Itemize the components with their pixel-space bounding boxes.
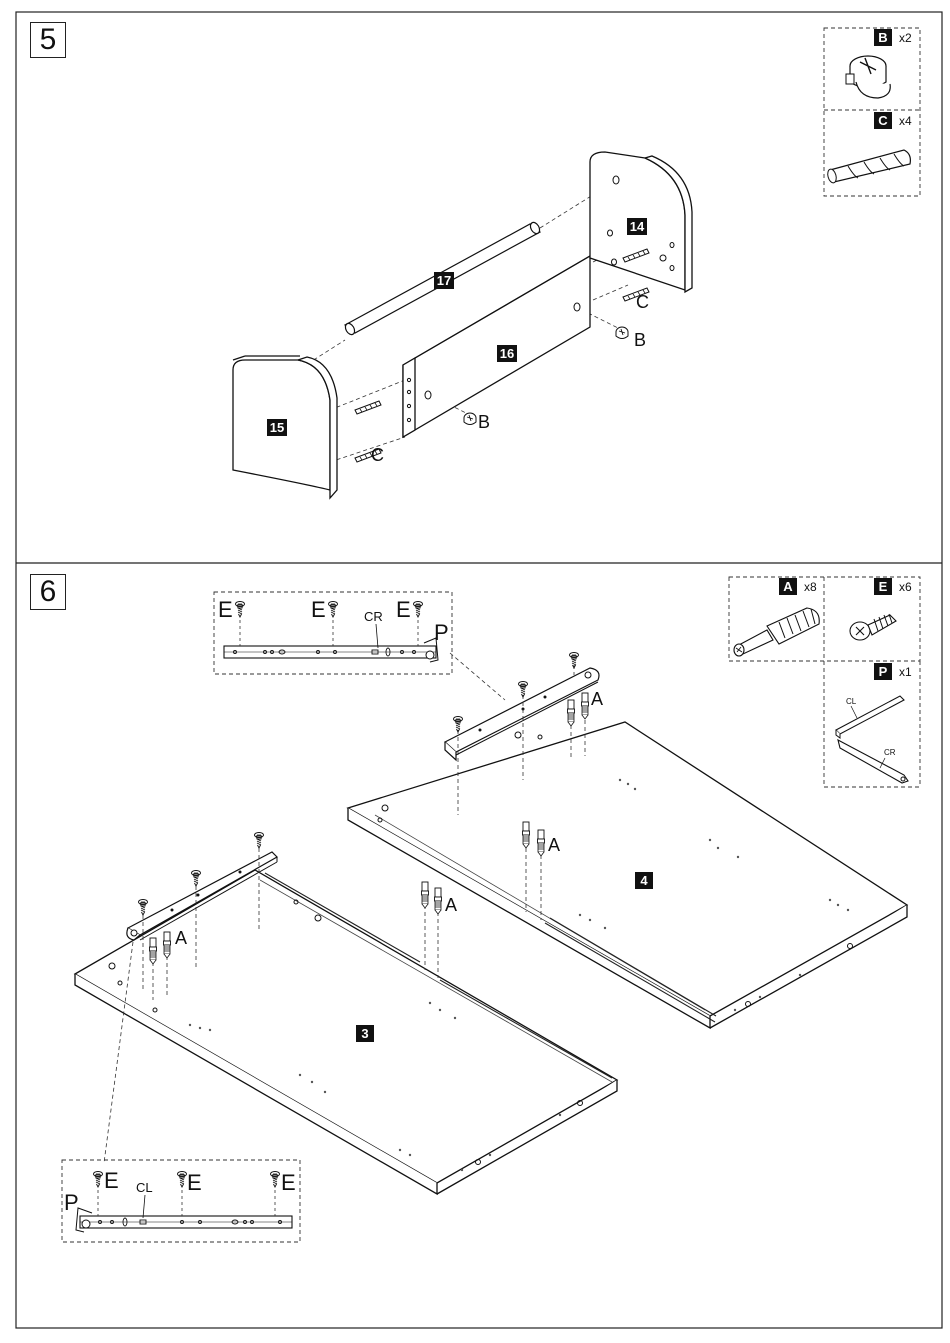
callout-c: C	[636, 292, 649, 313]
part-tag-15: 15	[267, 419, 287, 436]
dowel-large-icon	[826, 150, 910, 184]
detail-top-rail-label: CR	[364, 609, 383, 624]
detail-bottom-rail-label: CL	[136, 1180, 153, 1195]
detail-top-screw-label: E	[311, 597, 326, 623]
screw-icon	[519, 682, 528, 698]
callout-a: A	[175, 928, 187, 949]
cam-lock-large-icon	[846, 56, 890, 98]
part-tag-16: 16	[497, 345, 517, 362]
cam-bolt-icon	[164, 932, 171, 958]
hardware-qty-b: x2	[899, 31, 912, 45]
detail-box-top	[214, 592, 452, 674]
cam-bolt-icon	[150, 938, 157, 964]
callout-a: A	[548, 835, 560, 856]
detail-top-part-label: P	[434, 620, 449, 646]
detail-bottom-screw-label: E	[187, 1170, 202, 1196]
cam-bolt-icon	[435, 888, 442, 914]
part-tag-3: 3	[356, 1025, 374, 1042]
detail-bottom-screw-label: E	[104, 1168, 119, 1194]
screw-icon	[454, 717, 463, 733]
dowel-icon	[355, 401, 381, 414]
cam-bolt-icon	[523, 822, 530, 848]
hardware-code-b: B	[874, 29, 892, 46]
hardware-code-a: A	[779, 578, 797, 595]
slide-label-cl: CL	[846, 697, 856, 706]
callout-b: B	[634, 330, 646, 351]
callout-a: A	[445, 895, 457, 916]
slide-label-cr: CR	[884, 748, 896, 757]
callout-c: C	[371, 445, 384, 466]
callout-b: B	[478, 412, 490, 433]
step-number-5: 5	[30, 22, 66, 58]
drawer-slide-large-icon	[836, 696, 908, 783]
part-tag-14: 14	[627, 218, 647, 235]
detail-bottom-part-label: P	[64, 1190, 79, 1216]
part-tag-17: 17	[434, 272, 454, 289]
detail-bottom-screw-label: E	[281, 1170, 296, 1196]
screw-icon	[139, 900, 148, 916]
cam-bolt-icon	[568, 700, 575, 726]
cam-bolt-icon	[582, 693, 589, 719]
cam-bolt-icon	[422, 882, 429, 908]
hardware-qty-a: x8	[804, 580, 817, 594]
screw-icon	[255, 833, 264, 849]
hardware-qty-e: x6	[899, 580, 912, 594]
screw-icon	[192, 871, 201, 887]
screw-large-icon	[850, 614, 896, 640]
hardware-qty-c: x4	[899, 114, 912, 128]
detail-top-screw-label: E	[396, 597, 411, 623]
hardware-qty-p: x1	[899, 665, 912, 679]
callout-a: A	[591, 689, 603, 710]
hardware-code-c: C	[874, 112, 892, 129]
cam-bolt-large-icon	[734, 608, 819, 656]
part-tag-4: 4	[635, 872, 653, 889]
step-number-6: 6	[30, 574, 66, 610]
detail-box-bottom	[62, 1160, 300, 1242]
cam-lock-icon	[464, 413, 476, 425]
hardware-code-p: P	[874, 663, 892, 680]
cam-lock-icon	[616, 327, 628, 339]
cam-bolt-icon	[538, 830, 545, 856]
hardware-code-e: E	[874, 578, 892, 595]
detail-top-screw-label: E	[218, 597, 233, 623]
